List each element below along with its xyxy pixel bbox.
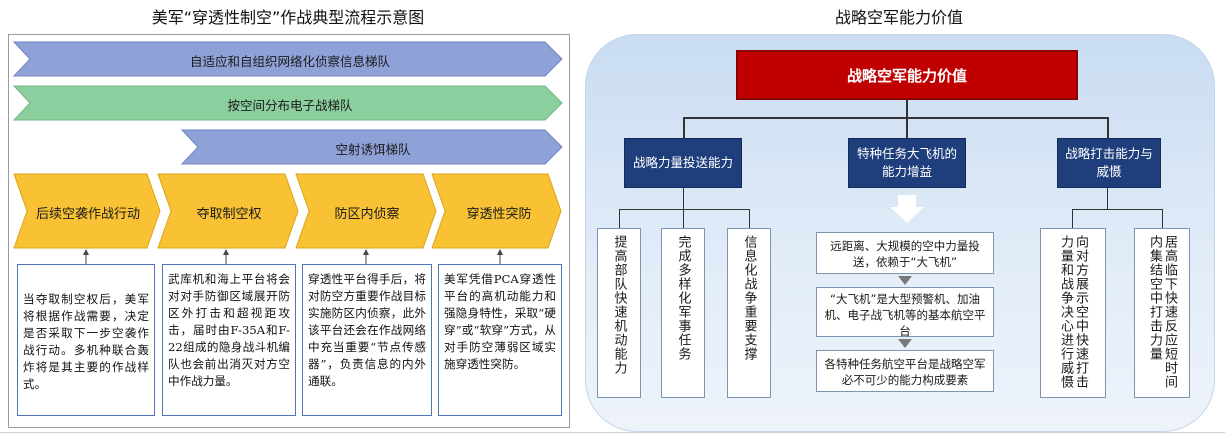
left-diagram-shapes [12, 41, 563, 264]
note-follow-up-strike: 当夺取制空权后，美军将根据作战需要，决定是否采取下一步空袭作战行动。多机种联合轰… [17, 264, 155, 416]
note-in-area-recon: 穿透性平台得手后，将对防空方重要作战目标实施防区内侦察，此外该平台还会在作战网络… [302, 264, 432, 416]
connector-branch-bar [683, 117, 1108, 119]
band-label-recon: 自适应和自组织网络化侦察信息梯队 [189, 54, 390, 69]
connector-b3-c2 [1162, 209, 1163, 228]
branch-node-special-aircraft: 特种任务大飞机的能力增益 [848, 138, 966, 188]
connector-b1-down [683, 188, 684, 209]
chevron-down-icon [898, 276, 912, 285]
step-label-follow-up-strike: 后续空袭作战行动 [35, 207, 140, 222]
note-air-superiority: 武库机和海上平台将会对对手防御区域展开防区外打击和超视距攻击，届时由F-35A和… [162, 264, 296, 416]
connector-branch-3 [1107, 117, 1109, 138]
connector-b3-bar [1072, 209, 1163, 210]
left-figure-title: 美军“穿透性制空”作战典型流程示意图 [151, 8, 425, 27]
connector-b1-c2 [683, 209, 684, 228]
down-arrow-icon [890, 195, 924, 223]
branch-node-strike-deterrence: 战略打击能力与威慑 [1057, 138, 1161, 188]
leaf-aircraft-platform: “大飞机”是大型预警机、加油机、电子战飞机等的基本航空平台 [816, 287, 994, 338]
branch-node-force-projection: 战略力量投送能力 [624, 138, 742, 188]
leaf-show-strike-power: 向对方展示空中快速打击力量和战争决心进行威慑 [1040, 228, 1106, 398]
connector-b1-bar [619, 209, 750, 210]
connector-branch-2 [906, 117, 908, 138]
root-node-strategic-air-force-value: 战略空军能力价值 [736, 50, 1078, 100]
connector-b1-c1 [619, 209, 620, 228]
step-label-air-superiority: 夺取制空权 [196, 207, 262, 222]
step-label-in-area-recon: 防区内侦察 [334, 207, 400, 222]
divider [0, 432, 1225, 433]
band-label-decoy: 空射诱饵梯队 [335, 142, 411, 157]
connector-branch-1 [683, 117, 685, 138]
connector-root-down [906, 100, 908, 117]
leaf-diverse-missions: 完成多样化军事任务 [661, 228, 705, 398]
step-chevron-1 [13, 173, 161, 249]
leaf-rapid-response: 居高临下快速反应短时间内集结空中打击力量 [1134, 228, 1190, 398]
leaf-information-warfare: 信息化战争重要支撑 [727, 228, 771, 398]
chevron-down-icon [898, 339, 912, 348]
leaf-essential-capability: 各特种任务航空平台是战略空军必不可少的能力构成要素 [816, 350, 994, 392]
band-arrow-decoy [180, 129, 563, 165]
step-chevron-2 [157, 173, 299, 249]
step-chevron-3 [295, 173, 437, 249]
note-penetration: 美军凭借PCA穿透性平台的高机动能力和强隐身特性，采取“硬穿”或“软穿”方式，从… [438, 264, 562, 416]
band-label-ew: 按空间分布电子战梯队 [227, 98, 353, 113]
band-arrow-ew [12, 85, 563, 121]
connector-b1-c3 [749, 209, 750, 228]
step-chevron-4 [431, 173, 562, 249]
leaf-long-range-projection: 远距离、大规模的空中力量投送，依赖于“大飞机” [816, 232, 994, 274]
right-figure-title: 战略空军能力价值 [834, 8, 963, 27]
connector-b3-c1 [1072, 209, 1073, 228]
step-label-penetration: 穿透性突防 [466, 207, 532, 222]
leaf-rapid-mobility: 提高部队快速机动能力 [597, 228, 641, 398]
connector-b3-down [1107, 188, 1108, 209]
band-arrow-recon [12, 41, 563, 77]
